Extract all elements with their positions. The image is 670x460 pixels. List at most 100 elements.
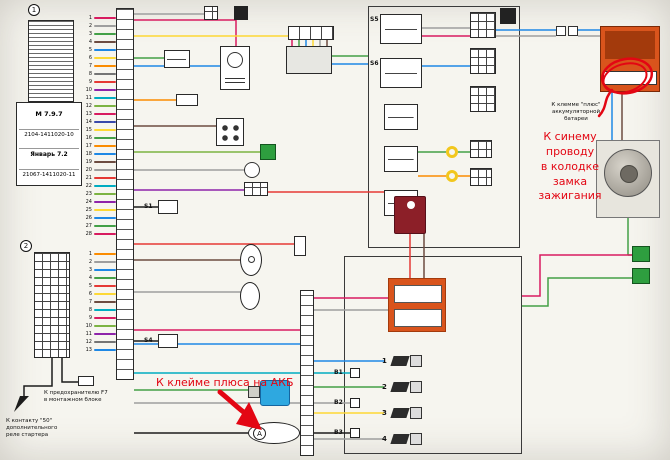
wire-segment — [94, 161, 116, 163]
wire-segment — [94, 177, 116, 179]
wire-segment — [94, 153, 116, 155]
injector-number: 4 — [382, 435, 387, 443]
injector-row: 1 — [382, 348, 422, 374]
b1-label: В1 — [334, 369, 343, 376]
wire-pin-number: 14 — [85, 118, 92, 125]
wire-segment — [94, 113, 116, 115]
wire-row: 27 — [82, 222, 116, 230]
injector-number: 1 — [382, 357, 387, 365]
green-connector — [632, 268, 650, 284]
grid-connector-9 — [470, 48, 496, 74]
battery-note-line: К клемме "плюс" — [551, 102, 601, 108]
wire-row: 5 — [82, 46, 116, 54]
valve-connector — [248, 386, 260, 398]
wire-segment — [94, 277, 116, 279]
wire-segment — [94, 285, 116, 287]
relay-fuse-panel — [368, 6, 520, 248]
wire-row: 4 — [82, 274, 116, 282]
b3-connector — [350, 428, 360, 438]
injector-icon — [390, 408, 410, 418]
contact-terminal-strip — [603, 71, 657, 85]
wire-pin-number: 18 — [85, 150, 92, 157]
wire-row: 11 — [82, 330, 116, 338]
wire-row: 25 — [82, 206, 116, 214]
grid-connector-9 — [470, 86, 496, 112]
injector-icon — [390, 434, 410, 444]
wire-segment — [94, 33, 116, 35]
injector-connector — [410, 381, 422, 393]
wire-row: 19 — [82, 158, 116, 166]
oxygen-sensor-core — [248, 256, 255, 263]
wire-row: 14 — [82, 118, 116, 126]
sensor-box — [176, 94, 198, 106]
wire-row: 2 — [82, 22, 116, 30]
wire-row: 10 — [82, 86, 116, 94]
wire-row: 1 — [82, 14, 116, 22]
orange-block-cells — [394, 309, 442, 327]
round-sensor — [244, 162, 260, 178]
s4-label: S4 — [144, 337, 153, 344]
wire-segment — [94, 81, 116, 83]
starter-note-line: реле стартера — [6, 432, 49, 439]
wire-pin-number: 16 — [85, 134, 92, 141]
injector-row: 4 — [382, 426, 422, 452]
b1-connector — [350, 368, 360, 378]
coil-terminal — [407, 201, 415, 209]
wire-pin-number: 6 — [88, 290, 92, 297]
top-black-connector — [234, 6, 248, 20]
wire-pin-number: 19 — [85, 158, 92, 165]
injector-connector — [410, 407, 422, 419]
wire-row: 6 — [82, 54, 116, 62]
black-connector — [500, 8, 516, 24]
wire-pin-number: 5 — [88, 282, 92, 289]
battery-note-line: аккумуляторной — [551, 109, 601, 116]
ecu-model-line: 2104-1411020-10 — [19, 128, 79, 138]
wire-row: 16 — [82, 134, 116, 142]
wire-segment — [94, 193, 116, 195]
wire-segment — [94, 269, 116, 271]
ecu-pin-strip — [116, 8, 134, 380]
wire-segment — [94, 309, 116, 311]
relay-block — [384, 104, 418, 130]
wire-segment — [94, 201, 116, 203]
mount-block-connector — [34, 252, 70, 358]
wire-segment — [94, 97, 116, 99]
point-a-oval: А — [248, 422, 300, 444]
wire-segment — [94, 225, 116, 227]
ignition-switch-panel — [596, 140, 660, 218]
ignition-contact-group — [600, 26, 660, 92]
wire-row: 9 — [82, 78, 116, 86]
starter-note-line: К контакту "50" — [6, 418, 53, 424]
wire-row: 11 — [82, 94, 116, 102]
ignition-note: К синему проводу в колодке замка зажиган… — [524, 130, 616, 204]
wire-segment — [94, 137, 116, 139]
wire-row: 4 — [82, 38, 116, 46]
harness-connector-strip — [300, 290, 314, 456]
wire-pin-number: 8 — [88, 306, 92, 313]
wire-pin-number: 1 — [88, 14, 92, 21]
s1-label: S1 — [144, 203, 153, 210]
pump-line — [225, 78, 245, 79]
wire-pin-number: 12 — [85, 338, 92, 345]
wire-pin-number: 22 — [85, 182, 92, 189]
wire-pin-number: 2 — [88, 22, 92, 29]
green-sensor — [260, 144, 276, 160]
oxygen-sensor — [240, 244, 262, 276]
s6-label: S6 — [370, 60, 379, 67]
harness-wires — [23, 13, 634, 440]
wire-segment — [94, 65, 116, 67]
injector-row: 3 — [382, 400, 422, 426]
wire-pin-number: 9 — [88, 78, 92, 85]
wire-pin-number: 10 — [85, 86, 92, 93]
contact-group-body — [605, 31, 655, 59]
battery-note: К клемме "плюс" аккумуляторной батареи — [540, 102, 612, 123]
top-grid-connector — [204, 6, 218, 20]
starter-note-line: дополнительного — [6, 425, 58, 432]
wire-segment — [94, 185, 116, 187]
ecu-model-line: 21067-1411020-11 — [19, 168, 79, 178]
s5-label: S5 — [370, 16, 379, 23]
wire-segment — [94, 57, 116, 59]
grid-connector-6 — [470, 168, 492, 186]
wire-row: 24 — [82, 198, 116, 206]
wire-segment — [94, 333, 116, 335]
